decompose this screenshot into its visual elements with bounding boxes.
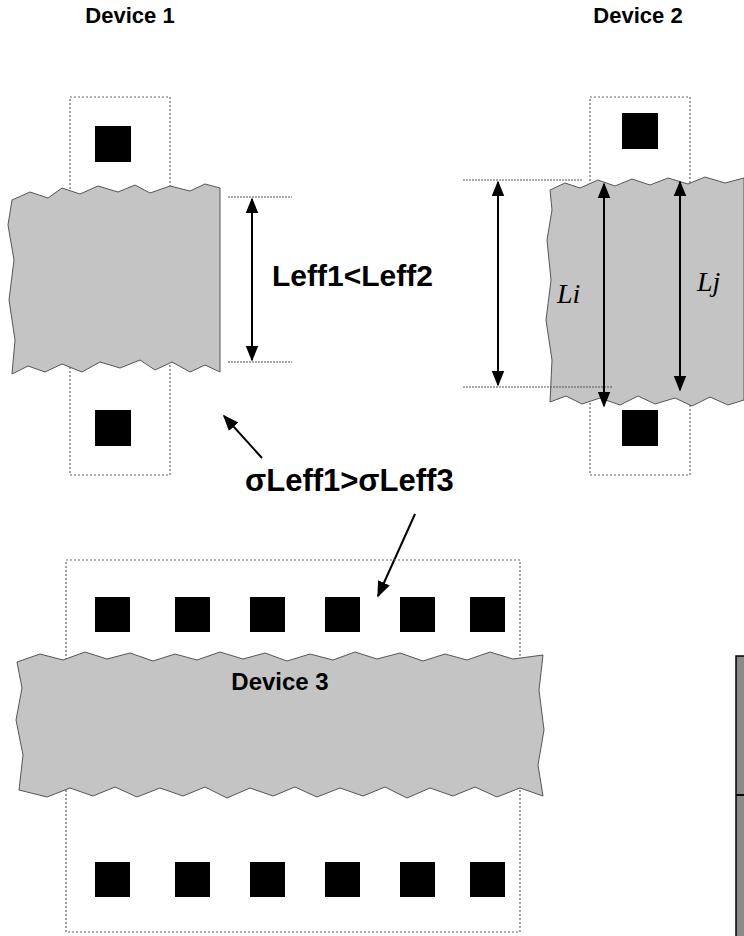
gate-region: Device 3 — [15, 650, 545, 800]
dimension-line — [228, 362, 292, 363]
photo-panel — [736, 656, 744, 936]
dimension-arrow — [251, 199, 253, 360]
photo-divider — [736, 794, 744, 796]
leader-arrow — [378, 514, 415, 596]
device-label: Device 3 — [230, 666, 330, 698]
contact-square — [95, 126, 131, 162]
contact-row — [95, 597, 505, 632]
contact-square — [95, 410, 131, 446]
contact-square — [622, 410, 658, 446]
dimension-arrow — [679, 182, 681, 390]
dimension-line — [463, 387, 612, 388]
dimension-line — [228, 197, 292, 198]
dimension-label: Li — [557, 278, 580, 310]
contact-square — [622, 113, 658, 149]
dimension-arrow — [497, 182, 499, 385]
dimension-line — [463, 180, 582, 181]
dimension-arrow — [603, 184, 605, 406]
contact-row — [95, 862, 505, 897]
gate-region — [8, 184, 220, 374]
leader-arrow — [224, 416, 262, 458]
dimension-label: σLeff1>σLeff3 — [245, 463, 454, 499]
device-heading: Device 1 — [85, 2, 175, 29]
device-heading: Device 2 — [593, 2, 683, 29]
dimension-label: Leff1<Leff2 — [272, 259, 433, 293]
gate-region — [546, 177, 744, 406]
dimension-label: Lj — [697, 266, 720, 298]
